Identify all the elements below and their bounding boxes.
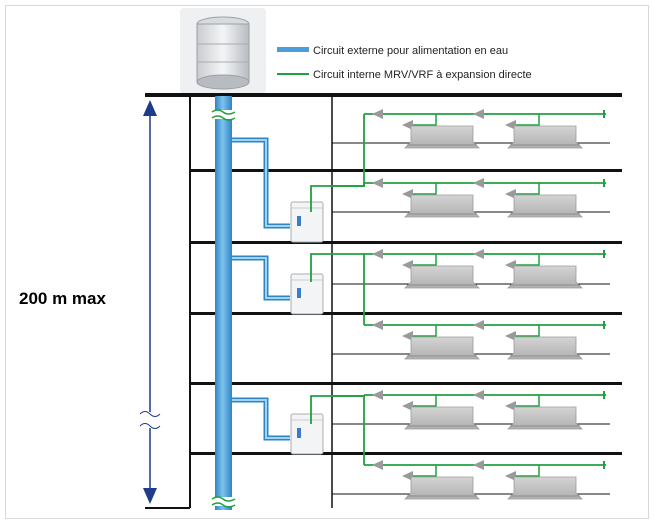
cassette-unit-icon [404,194,480,218]
flow-arrow [473,109,484,119]
flow-arrow [372,390,383,400]
refrigerant-drop [332,114,365,187]
refrigerant-riser [310,253,332,282]
cassette-unit-icon [507,336,583,360]
refrigerant-branch [515,254,540,266]
flow-arrow [402,120,413,130]
refrigerant-branch [515,395,540,407]
water-cooled-units [290,201,324,455]
flow-arrow [372,178,383,188]
flow-arrow [402,471,413,481]
legend-water-label: Circuit externe pour alimentation en eau [313,45,508,57]
flow-arrow [402,189,413,199]
legend-vrf-label: Circuit interne MRV/VRF à expansion dire… [313,69,532,81]
roof-slab [145,93,622,97]
water-branch [232,397,290,441]
water-branches [232,137,290,441]
water-cooled-unit-icon [290,413,324,455]
indoor-units [404,125,583,500]
refrigerant-riser [310,395,332,424]
floor-slab [190,312,622,315]
cassette-unit-icon [507,476,583,500]
refrigerant-branch [412,465,437,477]
cassette-unit-icon [404,125,480,149]
refrigerant-drop [332,395,365,465]
floor-slab [190,169,622,172]
cassette-unit-icon [404,476,480,500]
refrigerant-circuits [310,109,606,481]
floor-slab [190,452,622,455]
flow-arrow [473,460,484,470]
flow-arrow [473,320,484,330]
water-cooled-unit-icon [290,201,324,243]
flow-arrow [505,401,516,411]
refrigerant-branch [412,114,437,126]
refrigerant-branch [412,325,437,337]
flow-arrow [402,401,413,411]
cassette-unit-icon [404,265,480,289]
refrigerant-drop [332,253,365,325]
flow-arrow [473,249,484,259]
flow-arrow [402,260,413,270]
refrigerant-branch [515,114,540,126]
refrigerant-branch [412,395,437,407]
water-branch [232,255,290,301]
flow-arrow [372,320,383,330]
flow-arrow [473,178,484,188]
flow-arrow [473,390,484,400]
flow-arrow [372,249,383,259]
water-cooled-unit-icon [290,273,324,315]
diagram-frame [5,5,649,519]
floor-slab [190,241,622,244]
floor-slab [190,382,622,385]
cassette-unit-icon [507,125,583,149]
flow-arrow [505,471,516,481]
water-branch [232,137,290,229]
refrigerant-branch [412,183,437,195]
height-label: 200 m max [19,289,106,308]
cassette-unit-icon [404,336,480,360]
flow-arrow [372,460,383,470]
flow-arrow [505,331,516,341]
legend: Circuit externe pour alimentation en eau… [277,45,532,81]
cooling-tower-icon [180,8,266,94]
refrigerant-branch [515,465,540,477]
flow-arrow [402,331,413,341]
legend-water-swatch [277,47,309,52]
flow-arrow [372,109,383,119]
refrigerant-branch [412,254,437,266]
water-riser-pipe [211,96,236,510]
flow-arrow [505,120,516,130]
cassette-unit-icon [507,265,583,289]
height-dimension: 200 m max [19,100,161,504]
flow-arrow [505,260,516,270]
refrigerant-branch [515,325,540,337]
cassette-unit-icon [507,194,583,218]
refrigerant-riser [310,185,332,212]
cassette-unit-icon [507,406,583,430]
refrigerant-drop [332,183,365,187]
refrigerant-branch [515,183,540,195]
flow-arrow [505,189,516,199]
cassette-unit-icon [404,406,480,430]
